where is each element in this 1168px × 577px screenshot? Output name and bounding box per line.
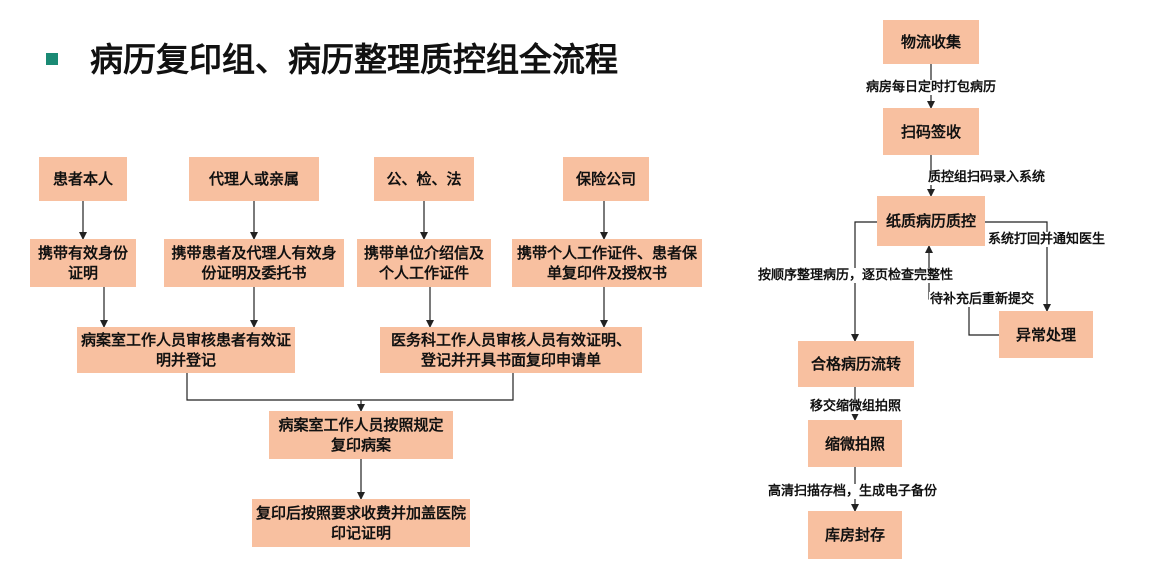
scan-receive: 扫码签收 bbox=[883, 108, 979, 155]
doc-judicial: 携带单位介绍信及个人工作证件 bbox=[357, 239, 491, 287]
page-title: 病历复印组、病历整理质控组全流程 bbox=[90, 40, 618, 79]
requester-agent: 代理人或亲属 bbox=[189, 157, 319, 201]
review-records-room: 病案室工作人员审核患者有效证明并登记 bbox=[77, 327, 295, 373]
paper-record-qc: 纸质病历质控 bbox=[877, 196, 985, 246]
doc-patient: 携带有效身份证明 bbox=[30, 239, 136, 287]
requester-patient: 患者本人 bbox=[39, 157, 127, 201]
edge-label-micro: 移交缩微组拍照 bbox=[809, 399, 903, 414]
requester-judicial: 公、检、法 bbox=[374, 157, 474, 201]
copy-records: 病案室工作人员按照规定复印病案 bbox=[269, 411, 453, 459]
doc-insurance: 携带个人工作证件、患者保单复印件及授权书 bbox=[512, 239, 702, 287]
edge-label-backup: 高清扫描存档，生成电子备份 bbox=[767, 484, 939, 499]
microfilm-photo: 缩微拍照 bbox=[808, 420, 902, 467]
logistics-collect: 物流收集 bbox=[883, 20, 979, 64]
edge-label-sort: 按顺序整理病历，逐页检查完整性 bbox=[757, 268, 955, 283]
doc-agent: 携带患者及代理人有效身份证明及委托书 bbox=[164, 239, 344, 287]
edge-label-scan: 质控组扫码录入系统 bbox=[927, 170, 1047, 185]
title-bullet bbox=[46, 53, 58, 65]
edge-label-abnormal: 系统打回并通知医生 bbox=[987, 232, 1107, 247]
qualified-transfer: 合格病历流转 bbox=[798, 341, 914, 387]
edge-label-resubmit: 待补充后重新提交 bbox=[929, 292, 1036, 307]
finish-stamp: 复印后按照要求收费并加盖医院印记证明 bbox=[252, 499, 470, 547]
abnormal-handling: 异常处理 bbox=[999, 311, 1093, 358]
requester-insurance: 保险公司 bbox=[563, 157, 649, 201]
edge-label-collect: 病房每日定时打包病历 bbox=[865, 80, 998, 95]
warehouse-seal: 库房封存 bbox=[808, 511, 902, 559]
review-medical-affairs: 医务科工作人员审核人员有效证明、登记并开具书面复印申请单 bbox=[380, 327, 642, 373]
